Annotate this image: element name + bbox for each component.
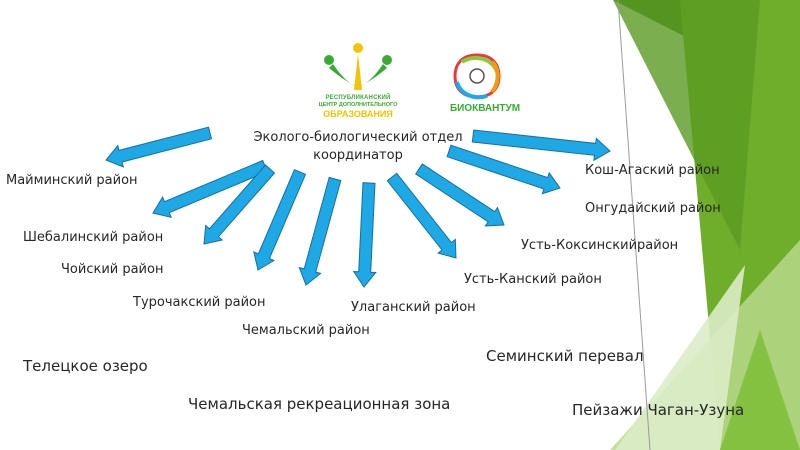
connector-arrow — [471, 129, 611, 162]
people-logo-icon — [324, 43, 392, 90]
green-wedge-bottom — [720, 330, 800, 450]
biokvantum-logo: БИОКВАНТУМ — [440, 52, 530, 122]
logo-line-1: РЕСПУБЛИКАНСКИЙ — [325, 95, 391, 101]
district-label: Майминский район — [6, 173, 138, 188]
central-node-line-2: координатор — [313, 148, 403, 163]
place-label: Чемальская рекреационная зона — [188, 395, 451, 413]
place-label: Семинский перевал — [486, 347, 644, 365]
green-panel-shade — [613, 0, 760, 250]
green-wedge-pale — [615, 265, 745, 450]
district-label: Кош-Агаский район — [585, 163, 720, 178]
connector-arrow — [415, 163, 505, 227]
connector-arrow — [152, 159, 268, 219]
connector-arrow — [386, 172, 457, 259]
biokvantum-logo-icon — [453, 53, 501, 100]
central-node: Эколого-биологический отдел координатор — [238, 129, 478, 165]
district-label: Чойский район — [61, 262, 164, 277]
connector-arrow — [203, 164, 276, 245]
logo-line-3: ОБРАЗОВАНИЯ — [323, 109, 393, 119]
district-label: Онгудайский район — [585, 201, 721, 216]
connector-arrow — [105, 126, 213, 168]
biokvantum-name: БИОКВАНТУМ — [449, 103, 521, 114]
district-label: Улаганский район — [351, 300, 476, 315]
district-label: Усть-Канский район — [464, 272, 602, 287]
district-label: Шебалинский район — [23, 230, 164, 245]
connector-arrow — [352, 182, 377, 288]
connector-arrow — [446, 144, 561, 195]
logo-line-2: ЦЕНТР ДОПОЛНИТЕЛЬНОГО — [318, 102, 398, 108]
district-label: Чемальский район — [242, 323, 370, 338]
divider-line — [617, 0, 651, 450]
connector-arrow — [253, 168, 307, 271]
place-label: Телецкое озеро — [23, 357, 148, 375]
place-label: Пейзажи Чаган-Узуна — [572, 401, 745, 419]
central-node-line-1: Эколого-биологический отдел — [253, 130, 463, 145]
center-logo: РЕСПУБЛИКАНСКИЙ ЦЕНТР ДОПОЛНИТЕЛЬНОГО ОБ… — [318, 42, 398, 122]
connector-arrow — [298, 176, 342, 286]
district-label: Турочакский район — [133, 295, 266, 310]
district-label: Усть-Коксинскийрайон — [521, 238, 679, 253]
